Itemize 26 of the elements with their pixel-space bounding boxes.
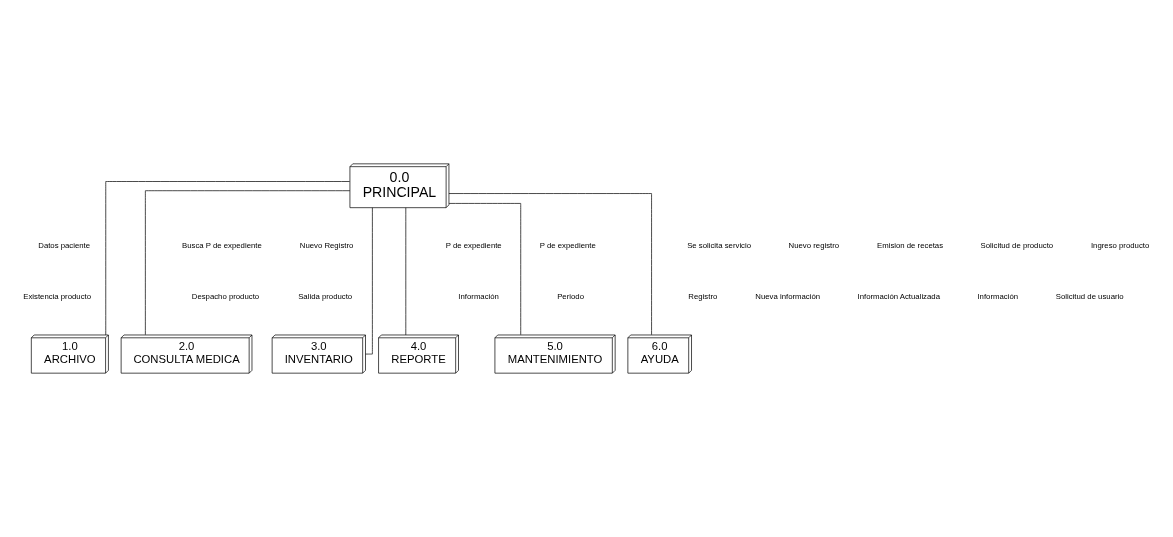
- label: Despacho producto: [191, 291, 260, 301]
- label: Información: [458, 291, 499, 301]
- label: Solicitud de producto: [980, 240, 1054, 250]
- label: Nuevo registro: [788, 240, 840, 250]
- connector: [448, 193, 652, 336]
- label: Se solicita servicio: [687, 240, 752, 250]
- label: Busca P de expediente: [182, 240, 262, 250]
- label: Nuevo Registro: [299, 240, 354, 250]
- connector: [105, 181, 350, 336]
- label: Periodo: [557, 291, 584, 301]
- label: Datos paciente: [38, 240, 91, 250]
- label: Salida producto: [298, 291, 353, 301]
- label: Nueva información: [755, 291, 821, 301]
- label: Registro: [688, 291, 718, 301]
- label: Solicitud de usuario: [1055, 291, 1124, 301]
- label: P de expediente: [445, 240, 502, 250]
- label: Emision de recetas: [877, 240, 944, 250]
- label: P de expediente: [539, 240, 596, 250]
- connector: [405, 207, 407, 336]
- label: Existencia producto: [23, 291, 92, 301]
- label: Información: [977, 291, 1019, 301]
- connector: [145, 190, 351, 336]
- label: Ingreso producto: [1090, 240, 1150, 250]
- label: Información Actualizada: [857, 291, 940, 301]
- connector: [448, 203, 522, 336]
- connector: [365, 207, 373, 355]
